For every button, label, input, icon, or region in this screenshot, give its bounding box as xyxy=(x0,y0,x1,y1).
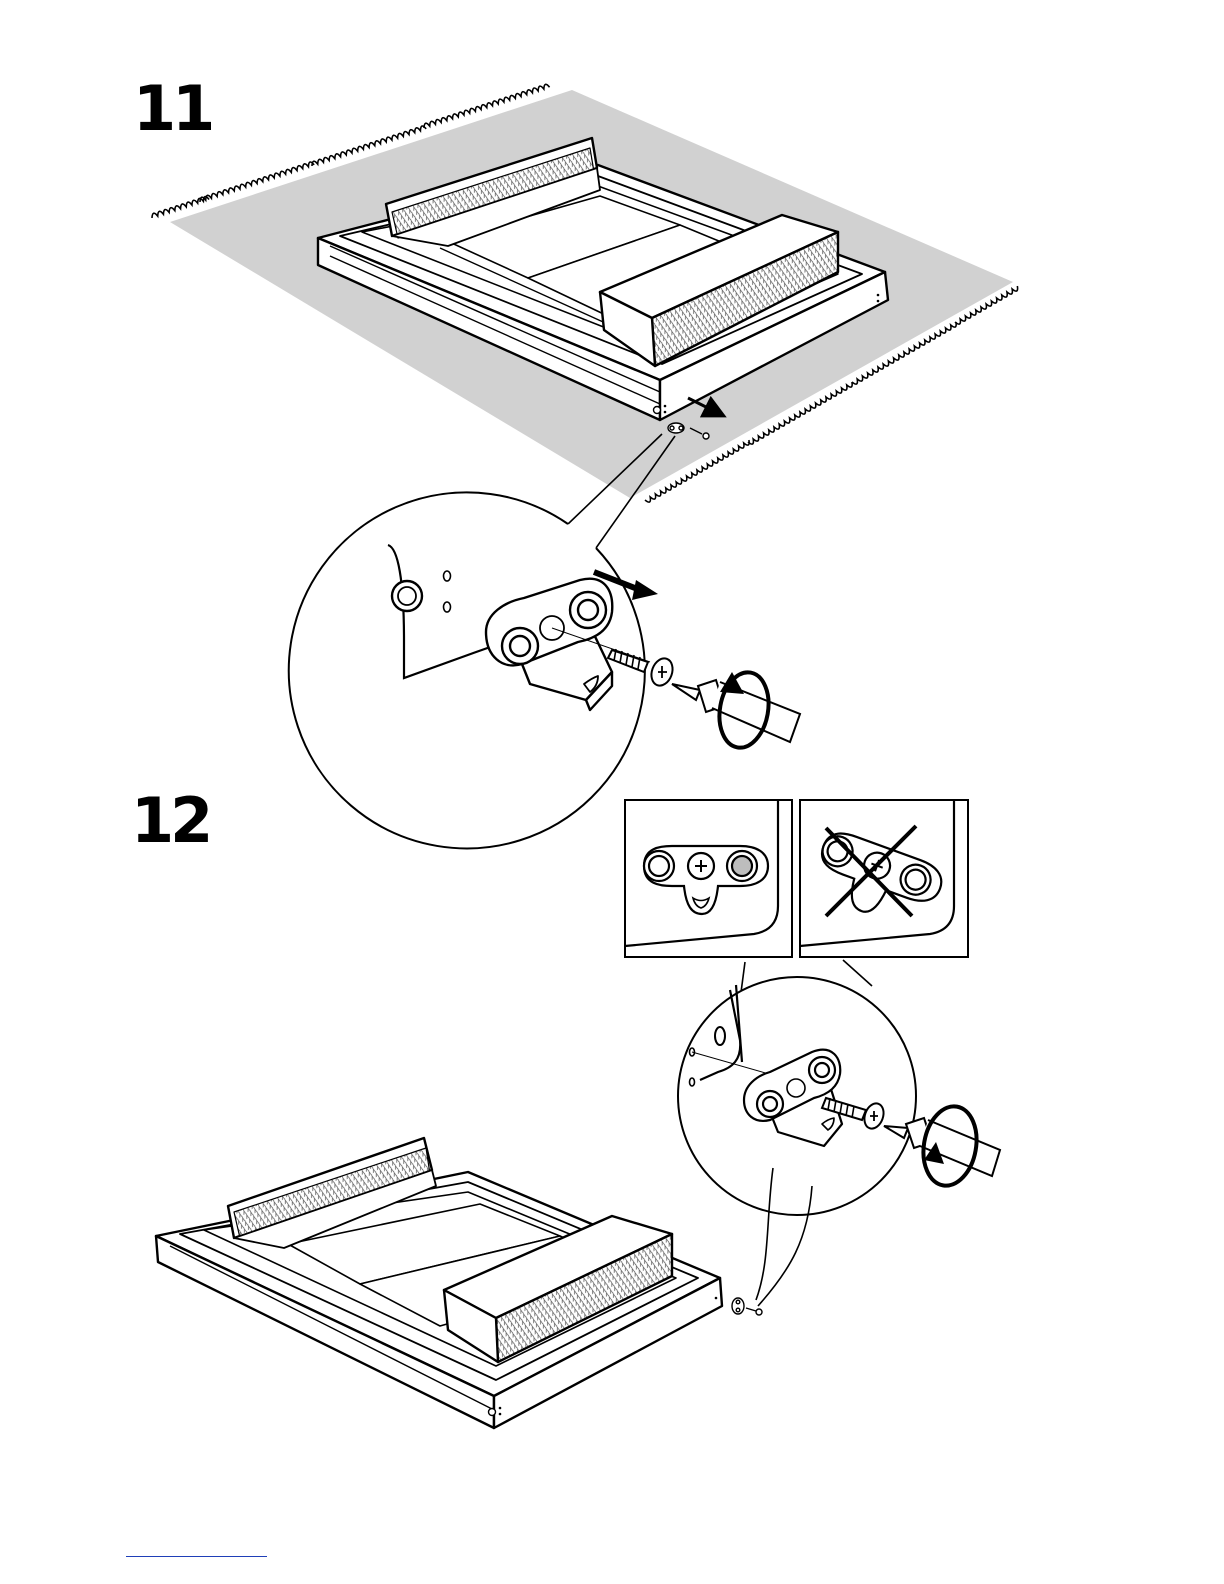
inset-correct xyxy=(625,800,792,957)
zoom-detail-circle-2 xyxy=(678,977,916,1215)
step-12-illustration xyxy=(156,800,1000,1428)
zoom-detail-circle xyxy=(289,492,676,848)
inset-incorrect xyxy=(800,800,968,957)
bracket-small-icon-2 xyxy=(732,1298,762,1315)
drawer-frame-icon-2 xyxy=(156,1138,722,1428)
step-11-illustration xyxy=(151,83,1020,848)
footer-rule xyxy=(126,1556,267,1557)
